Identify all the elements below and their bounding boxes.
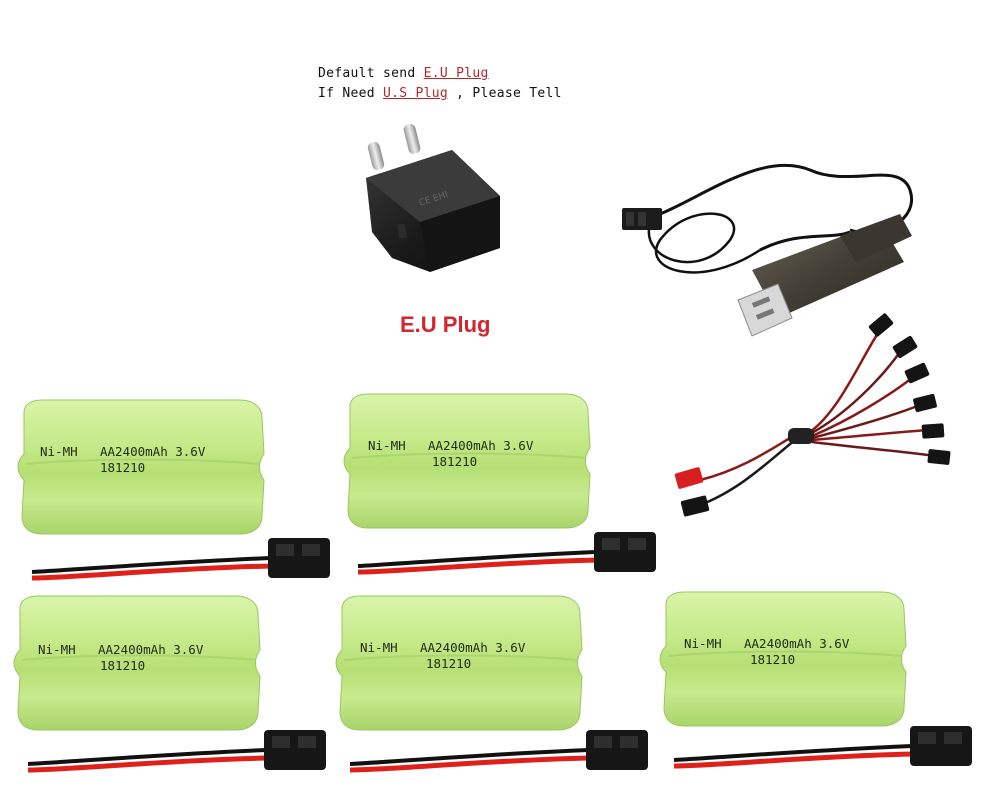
battery-code-label: 181210 [426,656,471,671]
notice-line-2: If Need U.S Plug , Please Tell [318,86,562,101]
usb-charging-cable-icon [622,163,914,337]
battery-spec-label: AA2400mAh 3.6V [420,640,526,655]
battery-code-label: 181210 [100,460,145,475]
eu-plug-adapter-icon: CE EHI [366,124,500,272]
battery-type-label: Ni-MH [368,438,406,453]
battery-code-label: 181210 [100,658,145,673]
us-plug-link: U.S Plug [383,86,449,101]
battery-code-label: 181210 [432,454,477,469]
battery-spec-label: AA2400mAh 3.6V [428,438,534,453]
splitter-cable-icon [674,313,951,517]
plug-notice: Default send E.U Plug If Need U.S Plug ,… [318,64,562,104]
battery-pack-2: Ni-MH AA2400mAh 3.6V 181210 [343,393,656,575]
battery-type-label: Ni-MH [40,444,78,459]
eu-plug-caption: E.U Plug [400,312,491,337]
battery-pack-5: Ni-MH AA2400mAh 3.6V 181210 [659,591,972,769]
battery-spec-label: AA2400mAh 3.6V [744,636,850,651]
eu-plug-link: E.U Plug [423,66,489,81]
battery-code-label: 181210 [750,652,795,667]
notice-line-1: Default send E.U Plug [318,66,489,81]
battery-spec-label: AA2400mAh 3.6V [100,444,206,459]
battery-type-label: Ni-MH [360,640,398,655]
battery-spec-label: AA2400mAh 3.6V [98,642,204,657]
battery-type-label: Ni-MH [38,642,76,657]
battery-pack-3: Ni-MH AA2400mAh 3.6V 181210 [13,595,326,773]
battery-pack-1: Ni-MH AA2400mAh 3.6V 181210 [17,399,330,581]
battery-pack-4: Ni-MH AA2400mAh 3.6V 181210 [335,595,648,773]
battery-type-label: Ni-MH [684,636,722,651]
